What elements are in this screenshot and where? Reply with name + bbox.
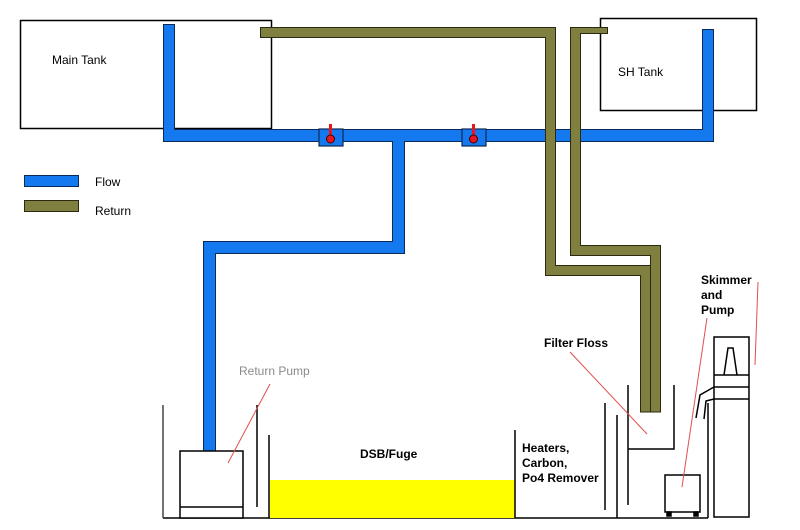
sh-tank — [599, 17, 758, 112]
legend: Flow Return — [24, 175, 131, 218]
sump — [162, 385, 709, 519]
valve-right[interactable] — [461, 124, 487, 147]
skimmer-label-line3: Pump — [701, 303, 734, 317]
legend-return-label: Return — [95, 204, 131, 218]
valve-left[interactable] — [318, 124, 344, 147]
dsb-fuge-label: DSB/Fuge — [360, 447, 418, 461]
heaters-label-line3: Po4 Remover — [522, 471, 599, 485]
sand-bed — [270, 480, 515, 518]
legend-flow-swatch — [24, 175, 79, 187]
heaters-label-line2: Carbon, — [522, 456, 567, 470]
return-pump-label: Return Pump — [239, 364, 310, 378]
main-tank — [19, 19, 273, 130]
return-pipe — [260, 27, 661, 413]
legend-return-swatch — [24, 200, 79, 212]
legend-flow-label: Flow — [95, 175, 121, 189]
pointer-lines — [227, 281, 759, 488]
heaters-label-line1: Heaters, — [522, 441, 569, 455]
sh-tank-label: SH Tank — [618, 65, 664, 79]
filter-floss-label: Filter Floss — [544, 336, 608, 350]
skimmer-label-line2: and — [701, 288, 722, 302]
return-pump — [179, 450, 244, 519]
main-tank-label: Main Tank — [52, 53, 107, 67]
skimmer — [695, 336, 750, 518]
skimmer-label-line1: Skimmer — [701, 273, 752, 287]
